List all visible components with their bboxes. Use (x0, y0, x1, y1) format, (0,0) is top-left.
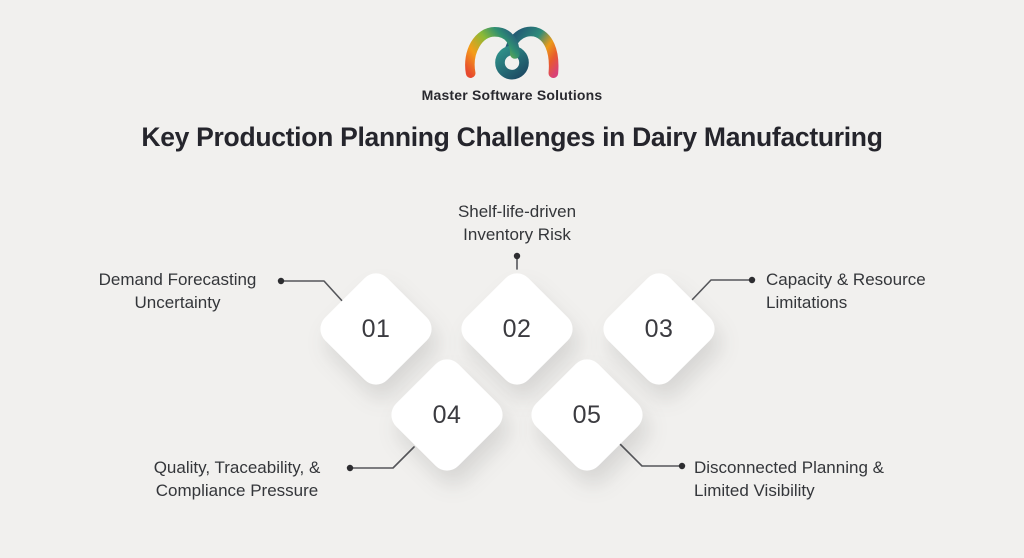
label-line: Capacity & Resource (766, 270, 926, 289)
diamond-number: 01 (361, 314, 391, 343)
connector-dot (748, 276, 756, 284)
diamond-item-03: 03 (596, 266, 722, 392)
brand-name: Master Software Solutions (421, 87, 603, 103)
diamond-number: 04 (432, 400, 462, 429)
connector-dot (678, 462, 686, 470)
connector-dot (513, 252, 521, 260)
label-line: Uncertainty (134, 292, 221, 312)
diamond-item-04: 04 (384, 352, 510, 478)
label-line: Shelf-life-driven (457, 202, 577, 221)
label-line: Demand Forecasting (98, 270, 257, 289)
brand-logo-icon (465, 26, 559, 80)
diamond-number: 03 (644, 314, 674, 343)
label-disconnected-planning-visibility: Disconnected Planning & Limited Visibili… (694, 457, 954, 502)
page-title: Key Production Planning Challenges in Da… (141, 122, 883, 152)
label-line: Limitations (766, 292, 848, 312)
label-line: Limited Visibility (694, 480, 815, 500)
diamond-number: 02 (502, 314, 532, 343)
label-shelf-life-inventory-risk: Shelf-life-driven Inventory Risk (417, 201, 617, 246)
diamond-item-02: 02 (454, 266, 580, 392)
label-demand-forecasting-uncertainty: Demand Forecasting Uncertainty (70, 269, 285, 314)
label-line: Quality, Traceability, & (153, 458, 321, 477)
label-line: Disconnected Planning & (694, 458, 884, 477)
label-quality-traceability-compliance: Quality, Traceability, & Compliance Pres… (124, 457, 350, 502)
label-capacity-resource-limitations: Capacity & Resource Limitations (766, 269, 1001, 314)
diamond-item-05: 05 (524, 352, 650, 478)
label-line: Compliance Pressure (155, 480, 319, 500)
diamond-item-01: 01 (313, 266, 439, 392)
label-line: Inventory Risk (463, 224, 571, 244)
diamond-number: 05 (572, 400, 602, 429)
